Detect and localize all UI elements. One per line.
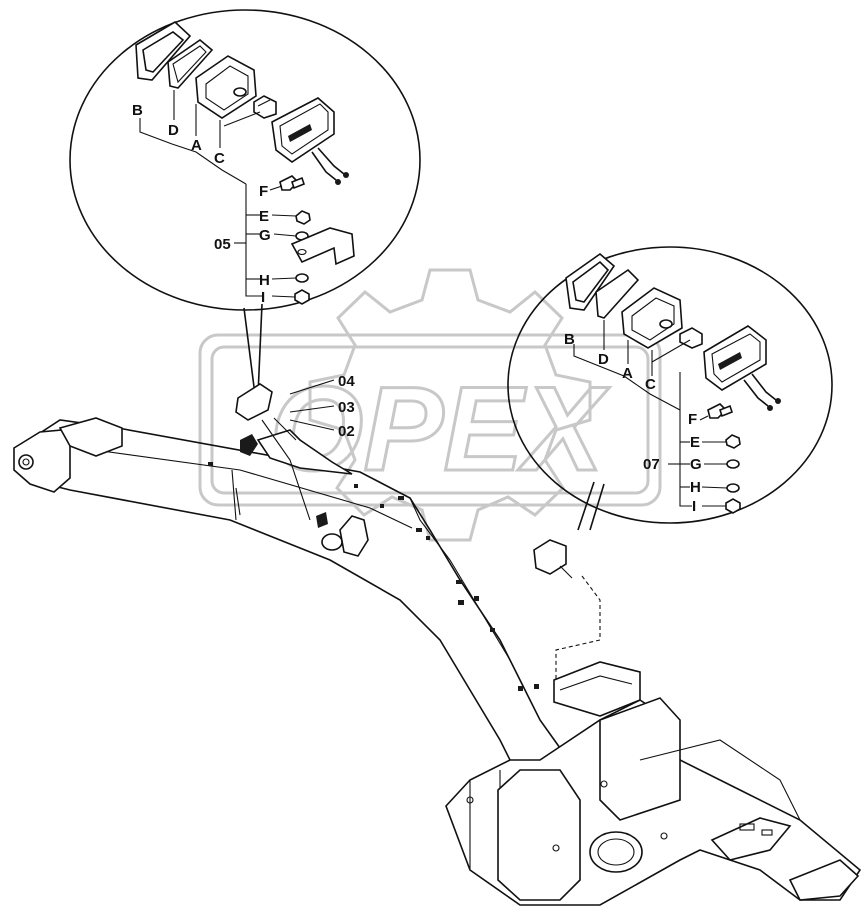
label-a-right: A — [622, 365, 633, 382]
seal-d-part-right — [595, 268, 640, 319]
bulb-part-right — [679, 327, 703, 349]
lockwasher-e-part — [295, 210, 311, 225]
detail-bubble-right: B D A C F E G H I 07 — [507, 246, 833, 531]
label-g-right: G — [690, 456, 702, 473]
group-label-05: 05 — [214, 236, 231, 253]
bolt-f-part-right — [707, 403, 733, 419]
callout-04: 04 — [338, 373, 355, 390]
label-i: I — [261, 289, 265, 306]
label-d: D — [168, 122, 179, 139]
label-i-right: I — [692, 498, 696, 515]
label-c-right: C — [645, 376, 656, 393]
bolt-f-part — [279, 175, 305, 191]
nut-i-part-right — [725, 498, 741, 514]
frame-lamp — [533, 539, 573, 579]
label-e-right: E — [690, 434, 700, 451]
base-frame — [445, 661, 862, 906]
label-f: F — [259, 183, 268, 200]
label-f-right: F — [688, 411, 697, 428]
washer-h-part — [295, 273, 309, 283]
label-g: G — [259, 227, 271, 244]
boom-callouts: 04 03 02 — [289, 373, 355, 440]
lens-a-part-right — [621, 287, 683, 349]
label-h-right: H — [690, 479, 701, 496]
lens-a-part — [195, 55, 257, 119]
washer-h-part-right — [726, 483, 740, 493]
label-c: C — [214, 150, 225, 167]
callout-02: 02 — [338, 423, 355, 440]
group-label-07: 07 — [643, 456, 660, 473]
boom-assembly — [13, 383, 601, 761]
boom-holes — [208, 462, 539, 691]
label-b-right: B — [564, 331, 575, 348]
washer-g-part-right — [726, 459, 740, 469]
seal-d-part — [167, 38, 214, 89]
opex-watermark: OPEX — [198, 268, 662, 542]
lamp-housing-part-right — [703, 325, 781, 411]
watermark-text: OPEX — [270, 362, 610, 496]
label-d-right: D — [598, 351, 609, 368]
nut-i-part — [294, 289, 310, 305]
label-h: H — [259, 272, 270, 289]
lamp-housing-part — [271, 97, 349, 185]
detail-bubble-left: B D A C F E G H I 05 — [69, 9, 421, 396]
bulb-part — [253, 95, 277, 119]
gasket-b-part — [135, 21, 192, 81]
lockwasher-e-part-right — [725, 434, 741, 449]
label-b: B — [132, 102, 143, 119]
label-a: A — [191, 137, 202, 154]
boom-lamp — [235, 383, 273, 421]
bracket-part — [290, 227, 355, 266]
callout-03: 03 — [338, 399, 355, 416]
boom-pin — [339, 515, 369, 557]
label-e: E — [259, 208, 269, 225]
gasket-b-part-right — [565, 252, 616, 311]
